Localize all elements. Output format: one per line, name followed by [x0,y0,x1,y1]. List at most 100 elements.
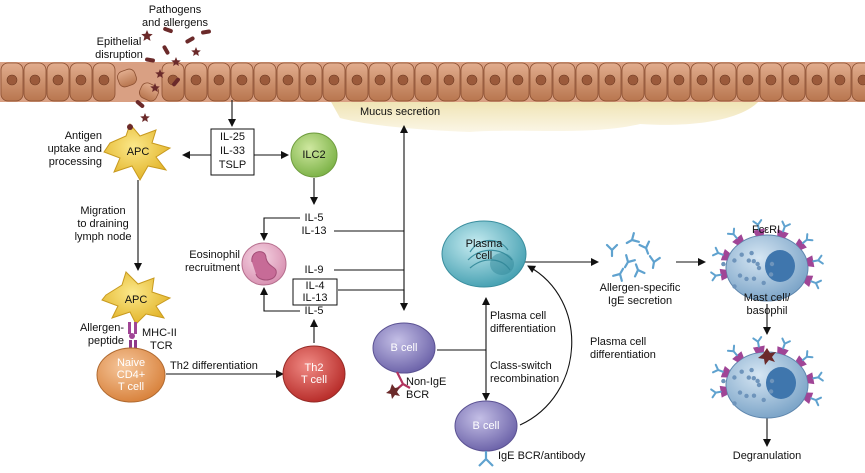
ige-antibodies [605,232,661,282]
epithelial-cytokine-box [210,128,255,176]
ige-bcr-label: IgE BCR/antibody [498,450,586,462]
fceri-receptors [710,219,824,407]
allergen-particles [135,26,211,122]
degranulation-label: Degranulation [732,450,802,462]
allergen-peptide-label: Allergen- peptide [79,322,124,347]
mast-cell-bottom [725,351,809,419]
mucus-secretion-label: Mucus secretion [360,106,441,118]
granule [746,258,751,263]
th2-label: Th2 T cell [300,362,328,386]
b-cell-ige [454,400,518,467]
apc-top-cell [103,122,172,182]
granule [768,272,774,277]
ilc2-il5-label: IL-5 [304,212,324,224]
granule [739,252,744,257]
ige-antibody [625,232,640,245]
fceri-receptor [726,344,744,363]
granule [732,284,737,289]
granule [756,382,762,388]
fceri-receptor [726,227,744,246]
pathogens-label: Pathogens and allergens [141,4,209,29]
fceri-receptor [795,233,814,250]
arrow-il5-to-eos-bottom [260,287,300,312]
allergen-star [140,113,150,122]
allergen-rod [163,26,173,34]
epithelial-cell [368,62,392,102]
epithelial-cell [621,62,645,102]
epithelial-cell [299,62,323,102]
granule [744,276,749,282]
il25-label: IL-25 [219,131,246,143]
tslp-label: TSLP [218,159,247,171]
epithelial-cell [851,62,865,102]
epithelial-cell [322,62,346,102]
allergen-rod [185,36,195,44]
il13-th2-label: IL-13 [302,292,328,304]
epithelial-cell [690,62,714,102]
arrow-il5-to-eos [260,217,300,241]
epithelial-cell [713,62,737,102]
epithelial-cell [759,62,783,102]
fceri-label: FcεRI [752,224,781,236]
granule [732,401,737,406]
th2-t-cell [282,345,346,403]
mhc-label: MHC-II [142,327,177,339]
allergen-rod [145,57,155,63]
granule [751,259,756,264]
epithelial-cell [161,62,185,102]
granule [744,393,749,399]
epithelial-cell [207,62,231,102]
epithelial-cell [805,62,829,102]
granule [721,261,726,267]
granule [755,261,760,267]
ige-antibody [648,255,661,270]
epithelial-cell [782,62,806,102]
naive-t-cell [96,347,166,403]
ige-antibody [623,254,636,269]
mhc-tcr-complex [128,322,137,350]
granule [737,390,743,395]
granule [755,378,760,384]
ige-antibody [638,240,651,255]
plasma-label: Plasma cell [465,238,503,262]
granule [751,376,756,381]
epithelial-cell [0,62,24,102]
b-cell-label: B cell [390,342,418,354]
epithelial-cell [483,62,507,102]
epithelial-cell [598,62,622,102]
granule [749,250,754,256]
epithelial-cell [391,62,415,102]
granule [761,280,766,286]
allergen-star [150,83,160,92]
granule [732,258,737,263]
naive-t-label: Naive CD4+ T cell [116,357,146,393]
fceri-receptor [806,254,824,268]
th2-differentiation-label: Th2 differentiation [170,360,258,372]
disrupted-epithelial-cell [117,68,137,88]
mast-basophil-label: Mast cell/ basophil [743,292,791,317]
epithelial-cell [828,62,852,102]
ige-secretion-label: Allergen-specific IgE secretion [599,282,681,307]
epithelial-cell [529,62,553,102]
granule [751,393,757,398]
granule [756,265,762,271]
allergen-rod [172,77,180,87]
fceri-receptor [752,219,765,237]
epithelial-cell [644,62,668,102]
granule [761,397,766,403]
fceri-receptor [806,371,824,385]
tcr-label: TCR [150,340,173,352]
il4-label: IL-4 [305,280,325,292]
epithelial-cell [253,62,277,102]
epithelial-cell [184,62,208,102]
fceri-receptor [710,268,728,282]
epithelial-cell [23,62,47,102]
epithelial-cell [552,62,576,102]
ilc2-cell [290,132,338,178]
epithelial-cell [345,62,369,102]
granule [751,276,757,281]
fceri-receptor [795,350,814,367]
apc-top-label: APC [126,146,150,158]
th2-il5-label: IL-5 [304,305,324,317]
